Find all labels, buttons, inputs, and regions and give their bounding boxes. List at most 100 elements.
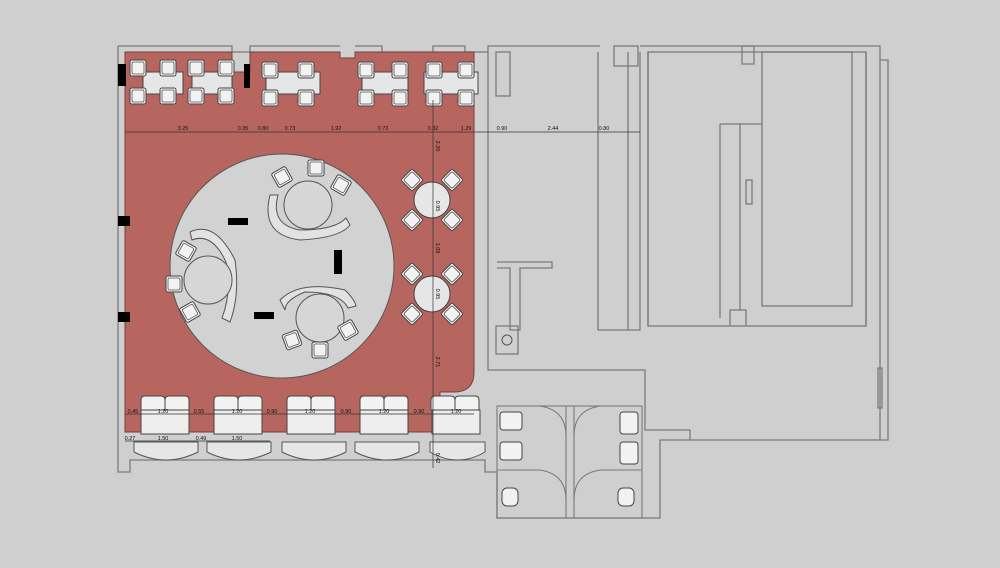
booth-sofa-icon [213, 395, 263, 411]
booth-sofa-icon [267, 194, 351, 241]
round-table [183, 255, 233, 305]
dimension-label: 0.27 [125, 436, 136, 442]
column [244, 64, 250, 88]
column [228, 218, 248, 225]
chair-icon [391, 61, 409, 79]
dimension-label: 0.95 [434, 201, 440, 212]
round-table [295, 293, 345, 343]
bench [429, 441, 486, 461]
round-tables-right [400, 168, 464, 326]
booth-sofa-icon [279, 286, 357, 311]
dimension-label: 2.44 [548, 126, 559, 132]
curved-sofas [183, 180, 357, 343]
column-small-2 [495, 51, 511, 97]
dimension-label: 1.50 [158, 436, 169, 442]
wall-right-outer [880, 59, 889, 441]
drain-circle [501, 334, 513, 346]
room-east-inner [647, 52, 867, 326]
chair-icon [457, 61, 475, 79]
chair-icon [261, 61, 279, 79]
bench [354, 441, 420, 461]
dimension-label: 0.55 [194, 409, 205, 415]
sink-icon [499, 441, 523, 461]
room-east [647, 51, 867, 327]
round-table [283, 180, 333, 230]
chair-icon [165, 275, 183, 293]
restroom-divider [497, 406, 642, 518]
booth-sofa-icon [140, 395, 190, 411]
wall-right-inner [487, 52, 691, 440]
column [118, 216, 130, 226]
column-top-right [613, 45, 639, 67]
wall-top-mid-segment [355, 45, 600, 53]
chair-icon [187, 87, 205, 105]
chair-icon [457, 89, 475, 107]
chair-icon [391, 89, 409, 107]
dimension-label: 0.90 [341, 409, 352, 415]
restroom-door-swing-1 [539, 405, 567, 437]
booth-group [430, 395, 481, 435]
booth-group [359, 395, 409, 435]
dimension-label: 0.35 [238, 126, 249, 132]
table-icon [413, 275, 451, 313]
column-small [495, 325, 519, 355]
column [254, 312, 274, 319]
sinks-right [617, 411, 639, 507]
bench [281, 441, 347, 461]
bench [206, 441, 272, 461]
chair-icon [217, 59, 235, 77]
sinks-left [499, 411, 523, 507]
dimension-label: 0.73 [378, 126, 389, 132]
chair-icon [297, 61, 315, 79]
toilet-icon [617, 487, 635, 507]
dimension-label: 0.95 [434, 289, 440, 300]
chair-icon [217, 87, 235, 105]
booth-sofa-icon [359, 395, 409, 411]
booth-sofa-icon [430, 395, 480, 411]
dimension-label: 1.20 [232, 409, 243, 415]
restroom-door-swing-4 [573, 469, 601, 501]
dimension-label: 2.20 [434, 141, 440, 152]
sink-icon [619, 411, 639, 435]
chair-icon [307, 159, 325, 177]
inner-hall [761, 51, 853, 307]
chair-icon [129, 87, 147, 105]
booth-sofa-icon [286, 395, 336, 411]
booth-group [286, 395, 336, 435]
toilet-icon [501, 487, 519, 507]
dimension-lines [125, 100, 640, 468]
chair-icon [357, 89, 375, 107]
building-walls [117, 45, 889, 519]
chair-icon [159, 59, 177, 77]
chair-icon [261, 89, 279, 107]
wall-long-vert [719, 123, 762, 318]
dimension-label: 1.09 [434, 243, 440, 254]
restrooms [496, 405, 643, 519]
wall-top-left-segment [118, 45, 340, 53]
dimension-label: 1.20 [158, 409, 169, 415]
dimension-label: 1.29 [461, 126, 472, 132]
dimension-label: 0.42 [434, 453, 440, 464]
dimension-label: 3.25 [178, 126, 189, 132]
column [118, 312, 130, 322]
bench [133, 441, 199, 461]
column [334, 250, 342, 274]
door-marker [745, 179, 753, 205]
dimension-label: 1.20 [379, 409, 390, 415]
dimension-label: 1.20 [305, 409, 316, 415]
chair-icon [159, 87, 177, 105]
dimension-label: 1.50 [232, 436, 243, 442]
lower-benches [133, 441, 486, 461]
dimension-label: 1.92 [331, 126, 342, 132]
dimension-label: 0.45 [128, 409, 139, 415]
dimension-label: 0.90 [497, 126, 508, 132]
chair-icon [425, 61, 443, 79]
chair-icon [187, 59, 205, 77]
restroom-door-swing-3 [539, 469, 567, 501]
dimension-label: 0.32 [428, 126, 439, 132]
column [118, 64, 126, 86]
chair-icon [425, 89, 443, 107]
dimension-label: 0.90 [414, 409, 425, 415]
